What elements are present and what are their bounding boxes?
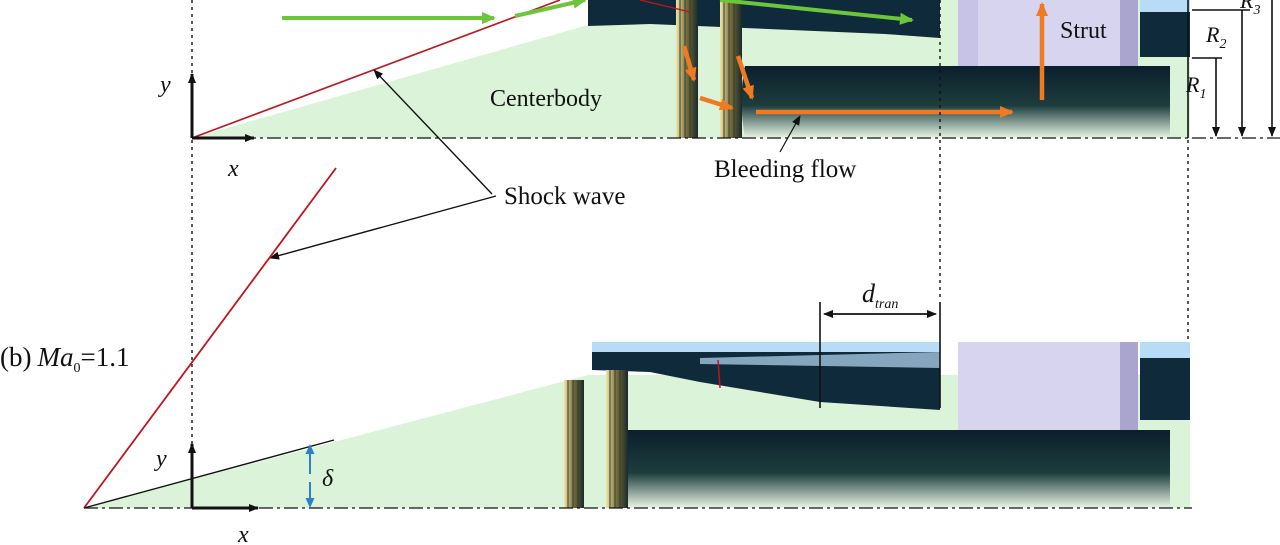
cowl-a-rear bbox=[1140, 12, 1190, 57]
d-tran-label: dtran bbox=[862, 279, 898, 312]
x-axis-label-a: x bbox=[227, 156, 239, 182]
strut-label: Strut bbox=[1060, 18, 1107, 44]
case-b-label: (b)Ma0=1.1 bbox=[0, 342, 129, 376]
shock-pointer-1 bbox=[373, 69, 493, 195]
r2-label: R2 bbox=[1205, 22, 1226, 52]
flow-arrow-2 bbox=[514, 0, 587, 18]
bleed-arrows bbox=[681, 2, 1048, 118]
shock-pointer-2 bbox=[269, 195, 497, 260]
bleed-pointer bbox=[779, 115, 801, 153]
panel-a: R3 R2 R1 Strut Centerbody Bleeding flow … bbox=[158, 0, 1280, 260]
strut-a-front bbox=[958, 0, 978, 66]
strut-b-edge bbox=[1120, 342, 1138, 432]
cowl-b-rear bbox=[1140, 358, 1190, 420]
strut-a bbox=[958, 0, 1138, 66]
cowl-a-light bbox=[1140, 0, 1190, 12]
strut-b bbox=[958, 342, 1138, 432]
y-axis-label-b: y bbox=[154, 446, 167, 472]
shock-wave-label: Shock wave bbox=[504, 183, 626, 210]
y-axis-label-a: y bbox=[158, 72, 171, 98]
x-axis-label-b: x bbox=[237, 522, 249, 545]
shock-wave-a-short bbox=[639, 0, 691, 13]
flow-arrow-3 bbox=[719, 0, 914, 25]
bleeding-flow-label: Bleeding flow bbox=[714, 156, 856, 183]
cone-surface-line bbox=[83, 439, 335, 509]
inner-body-b bbox=[622, 430, 1170, 508]
r1-label: R1 bbox=[1185, 72, 1206, 102]
strut-a-edge bbox=[1120, 0, 1138, 66]
delta-label: δ bbox=[322, 466, 334, 492]
radius-dimensions bbox=[1187, 0, 1276, 138]
cowl-b-rear-light bbox=[1140, 342, 1190, 358]
panel-b: (b)Ma0=1.1 dtran δ y x bbox=[0, 167, 1192, 545]
inner-body-a bbox=[741, 66, 1170, 138]
d-tran-dimension bbox=[819, 302, 941, 408]
cowl-b-light bbox=[592, 342, 940, 352]
shock-wave-b bbox=[83, 167, 337, 509]
shock-wave-a bbox=[191, 0, 561, 139]
centerbody-label: Centerbody bbox=[490, 86, 602, 112]
small-red-mark-b bbox=[717, 359, 721, 389]
r3-label: R3 bbox=[1239, 0, 1260, 18]
bleed-slots-b bbox=[564, 370, 628, 508]
